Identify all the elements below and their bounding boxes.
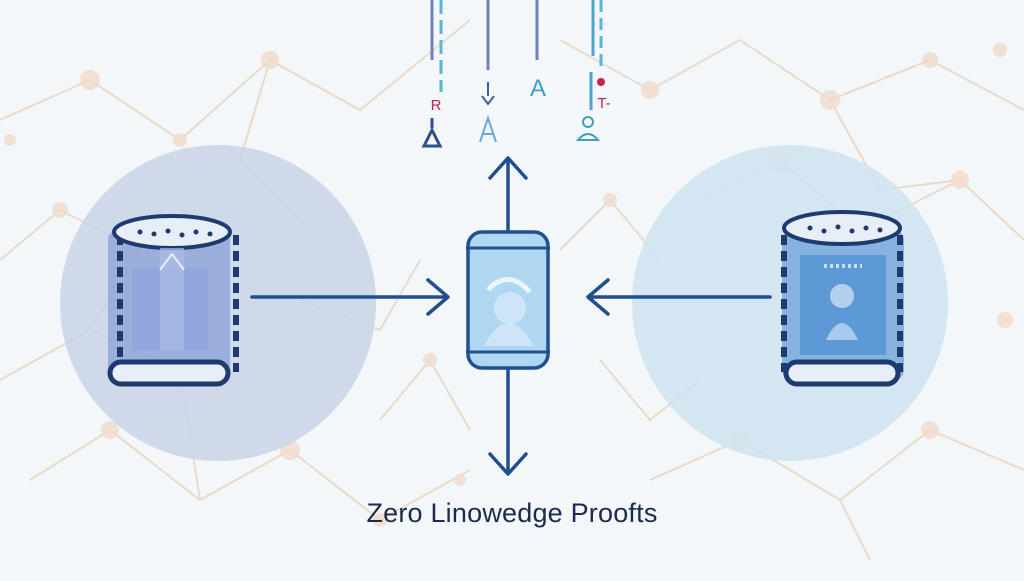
top-signal-bars: R A T-: [421, 0, 611, 148]
center-down-arrow: [488, 366, 528, 476]
signal-bar-icon: [421, 0, 443, 148]
diagram-title: Zero Linowedge Proofts: [366, 498, 658, 528]
signal-bar-icon: [589, 0, 605, 110]
database-cylinder-icon: [781, 210, 904, 387]
top-label-a: A: [530, 75, 546, 102]
signal-bar-icon: [479, 0, 497, 143]
left-to-center-arrow: [250, 278, 450, 316]
person-marker-icon: [575, 116, 601, 141]
center-up-arrow: [488, 156, 528, 232]
verifier-capsule-icon: [466, 230, 550, 370]
top-label-r: R: [431, 97, 442, 114]
database-cylinder-icon: [107, 214, 239, 387]
right-to-center-arrow: [586, 278, 772, 316]
top-label-t: T-: [597, 95, 610, 112]
